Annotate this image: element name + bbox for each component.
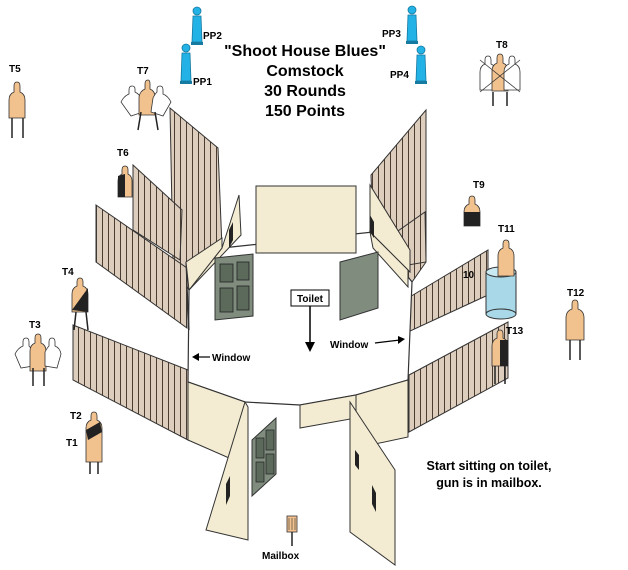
- mailbox-icon: [286, 515, 298, 546]
- window-left-arrow: Window: [192, 353, 250, 364]
- label-t6: T6: [117, 148, 129, 159]
- target-t13: [491, 329, 509, 384]
- popper-pp4: [415, 45, 427, 84]
- window-left-label: Window: [212, 353, 250, 364]
- target-t3: [14, 333, 62, 386]
- instructions-line-2: gun is in mailbox.: [436, 476, 542, 490]
- stage-points: 150 Points: [264, 103, 346, 120]
- popper-pp2: [191, 6, 203, 45]
- target-t9: [463, 195, 481, 227]
- label-t8: T8: [496, 40, 508, 51]
- label-pp2: PP2: [203, 31, 222, 42]
- label-t11: T11: [498, 224, 515, 235]
- popper-pp3: [406, 5, 418, 44]
- label-t1: T1: [66, 438, 78, 449]
- fence-right-lower: [408, 321, 509, 433]
- door-left: [214, 253, 254, 321]
- window-right-label: Window: [330, 340, 368, 351]
- wall-right-upper: [369, 183, 411, 289]
- target-t4: [71, 277, 89, 331]
- label-t13: T13: [506, 326, 524, 337]
- door-right: [339, 251, 379, 321]
- label-t10: 10: [463, 270, 475, 281]
- label-pp3: PP3: [382, 29, 401, 40]
- label-t3: T3: [29, 320, 41, 331]
- door-front: [251, 416, 277, 498]
- stage-rounds: 30 Rounds: [264, 83, 346, 100]
- label-t7: T7: [137, 66, 149, 77]
- toilet-label-box: Toilet: [290, 289, 330, 352]
- wall-left-upper: [185, 194, 242, 331]
- label-t4: T4: [62, 267, 74, 278]
- toilet-label: Toilet: [297, 294, 324, 305]
- stage-designer: Comstock: [266, 63, 344, 80]
- target-t11: [497, 239, 515, 277]
- start-instructions: Start sitting on toilet, gun is in mailb…: [404, 458, 574, 492]
- stage-name: "Shoot House Blues": [224, 43, 386, 60]
- wall-left-front: [187, 381, 249, 541]
- target-t12: [565, 299, 585, 360]
- popper-pp1: [180, 43, 192, 84]
- stage-title: "Shoot House Blues" Comstock 30 Rounds 1…: [205, 42, 405, 122]
- back-wall-panel: [255, 185, 357, 254]
- wall-entry: [299, 379, 409, 566]
- target-t7: [120, 79, 172, 131]
- label-t2: T2: [70, 411, 82, 422]
- window-right-arrow: Window: [330, 336, 405, 351]
- label-pp1: PP1: [193, 77, 212, 88]
- fence-t6-lower: [95, 204, 188, 329]
- instructions-line-1: Start sitting on toilet,: [426, 459, 552, 473]
- label-t5: T5: [9, 64, 21, 75]
- target-t6: [117, 165, 133, 198]
- mailbox-label: Mailbox: [262, 551, 300, 562]
- label-pp4: PP4: [390, 70, 409, 81]
- target-t5: [8, 81, 26, 138]
- target-t1-t2: [85, 411, 103, 474]
- label-t12: T12: [567, 288, 585, 299]
- label-t9: T9: [473, 180, 485, 191]
- fence-t6-left: [132, 163, 183, 261]
- target-t8: [479, 53, 521, 106]
